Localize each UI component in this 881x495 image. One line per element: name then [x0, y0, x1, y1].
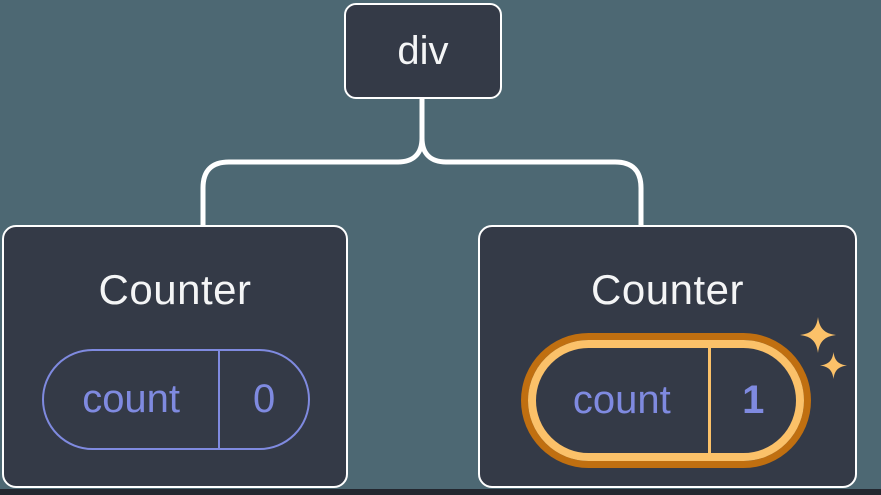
page-bottom-edge [0, 489, 881, 495]
counter-card-right: Counter count 1 [478, 225, 857, 488]
state-key-label: count [536, 348, 711, 453]
state-pill: count 0 [42, 349, 310, 450]
state-key-label: count [44, 351, 221, 448]
state-value: 1 [742, 378, 765, 422]
root-node-label: div [397, 29, 449, 73]
state-pill-highlighted: count 1 [528, 340, 804, 461]
component-title: Counter [591, 266, 744, 313]
component-title: Counter [98, 266, 252, 313]
root-node-div: div [344, 3, 502, 99]
counter-card-left: Counter count 0 [2, 225, 348, 488]
sparkles-icon [800, 317, 847, 379]
state-value: 0 [252, 377, 276, 421]
